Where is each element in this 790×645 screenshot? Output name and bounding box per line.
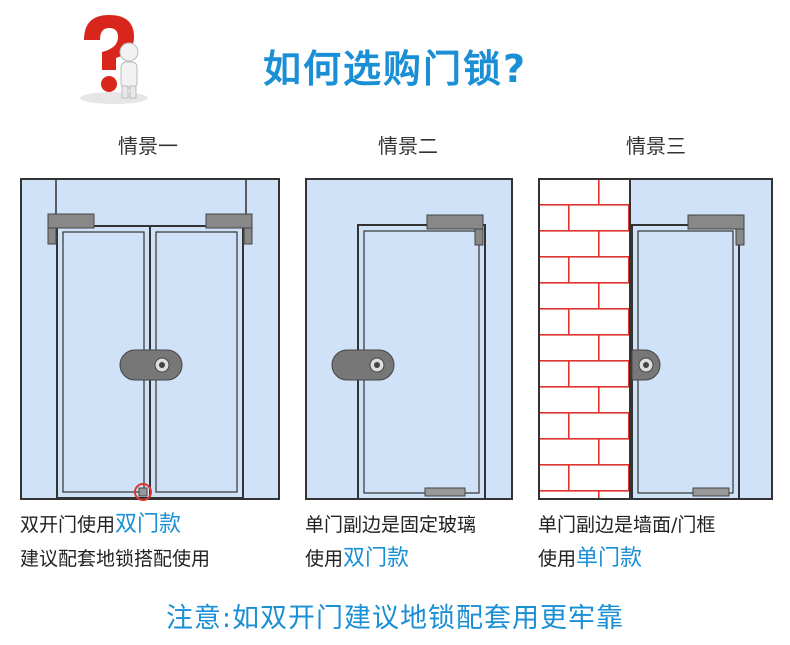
scene-1-caption-line2: 建议配套地锁搭配使用 (20, 548, 211, 570)
scene-2-caption-line2: 使用 (305, 548, 344, 570)
scene-3-caption-highlight: 单门款 (576, 546, 643, 571)
hinge-icon (687, 214, 745, 246)
scene-2-caption: 单门副边是固定玻璃 使用双门款 (305, 508, 476, 576)
hinge-icon (426, 214, 484, 246)
hinge-icon (47, 213, 253, 245)
scene-3-caption-line2: 使用 (538, 548, 577, 570)
scene-2-illustration (305, 178, 513, 500)
scene-label-1: 情景一 (118, 134, 178, 158)
floor-lock-icon (134, 483, 152, 501)
footer-note: 注意:如双开门建议地锁配套用更牢靠 (165, 603, 625, 634)
scene-label-3: 情景三 (626, 134, 686, 158)
scene-1-caption: 双开门使用双门款 建议配套地锁搭配使用 (20, 508, 210, 576)
scene-1-caption-highlight: 双门款 (115, 512, 182, 537)
scene-3-illustration (538, 178, 773, 500)
lock-icon (331, 349, 395, 381)
floor-lock-icon (424, 487, 466, 497)
page-title: 如何选购门锁? (262, 47, 528, 91)
lock-icon (631, 349, 661, 381)
lock-icon (119, 349, 183, 381)
question-mark-figure-icon (80, 15, 148, 104)
scene-3-caption-line1: 单门副边是墙面/门框 (538, 514, 716, 536)
scene-2-caption-highlight: 双门款 (343, 546, 410, 571)
floor-lock-icon (692, 487, 730, 497)
scene-1-illustration (20, 178, 280, 501)
scene-label-2: 情景二 (378, 134, 438, 158)
scene-3-caption: 单门副边是墙面/门框 使用单门款 (538, 508, 715, 576)
scene-2-caption-line1: 单门副边是固定玻璃 (305, 514, 477, 536)
scene-1-caption-line1: 双开门使用 (20, 514, 116, 536)
